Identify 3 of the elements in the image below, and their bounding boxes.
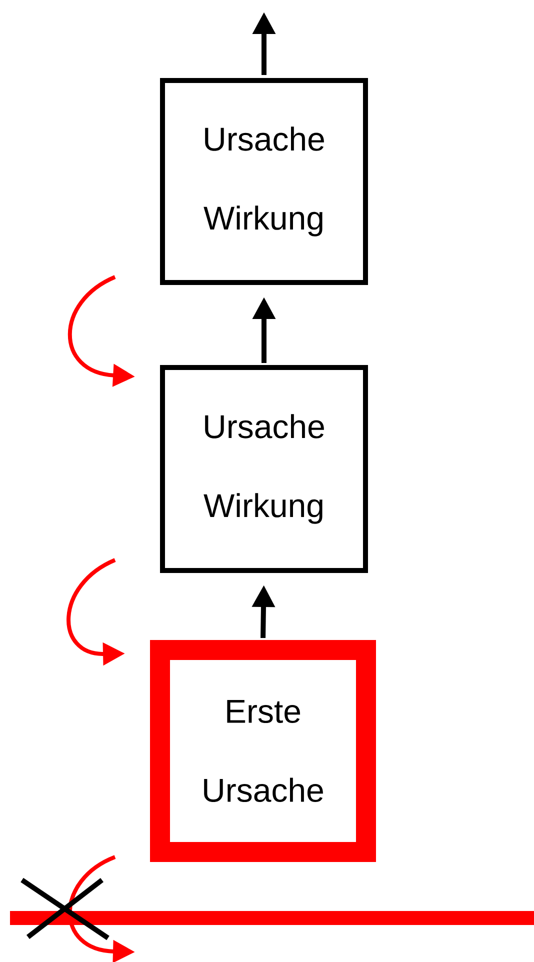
text-box: Erste Ursache: [150, 640, 376, 862]
text-box: Ursache Wirkung: [160, 78, 368, 285]
text-box: Ursache Wirkung: [160, 365, 368, 573]
